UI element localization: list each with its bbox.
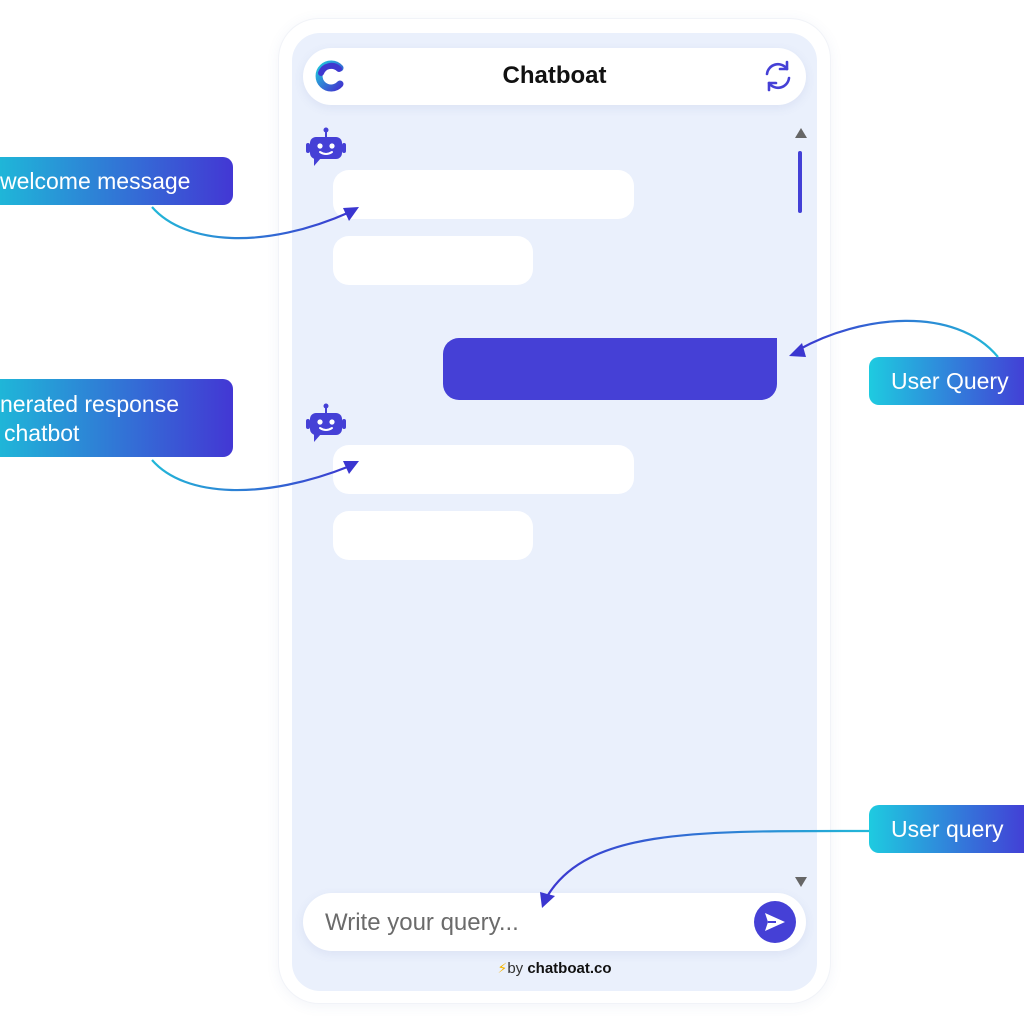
robot-icon (306, 127, 346, 166)
callout-generated-response: nerated response chatbot (0, 379, 233, 457)
lightning-icon: ⚡ (497, 960, 508, 976)
chat-header: Chatboat (303, 48, 806, 105)
footer-prefix: by (507, 960, 524, 977)
scroll-up-arrow-icon[interactable] (795, 128, 807, 138)
callout-text-line2: chatbot (4, 420, 80, 446)
callout-user-query: User Query (869, 357, 1024, 405)
callout-user-query-input: User query (869, 805, 1024, 853)
scroll-down-arrow-icon[interactable] (795, 877, 807, 887)
query-input[interactable] (323, 903, 737, 943)
callout-welcome-message: welcome message (0, 157, 233, 205)
bot-message-bubble (333, 445, 634, 494)
user-message-bubble (443, 338, 777, 400)
callout-text: welcome message (0, 168, 191, 194)
send-icon (765, 913, 785, 931)
bot-message-bubble (333, 236, 533, 285)
powered-by-footer: ⚡by chatboat.co (292, 960, 817, 977)
chat-title: Chatboat (502, 62, 607, 89)
callout-text: User query (891, 816, 1004, 842)
footer-brand-link[interactable]: chatboat.co (527, 960, 612, 977)
refresh-icon[interactable] (760, 58, 796, 94)
bot-message-bubble (333, 170, 634, 219)
bot-message-bubble (333, 511, 533, 560)
robot-icon (306, 403, 346, 442)
scrollbar-thumb[interactable] (798, 151, 802, 213)
callout-text-line1: nerated response (0, 391, 180, 417)
chatboat-logo-icon (315, 60, 344, 92)
query-input-bar (303, 893, 806, 951)
send-button[interactable] (754, 901, 796, 943)
callout-text: User Query (891, 368, 1009, 394)
